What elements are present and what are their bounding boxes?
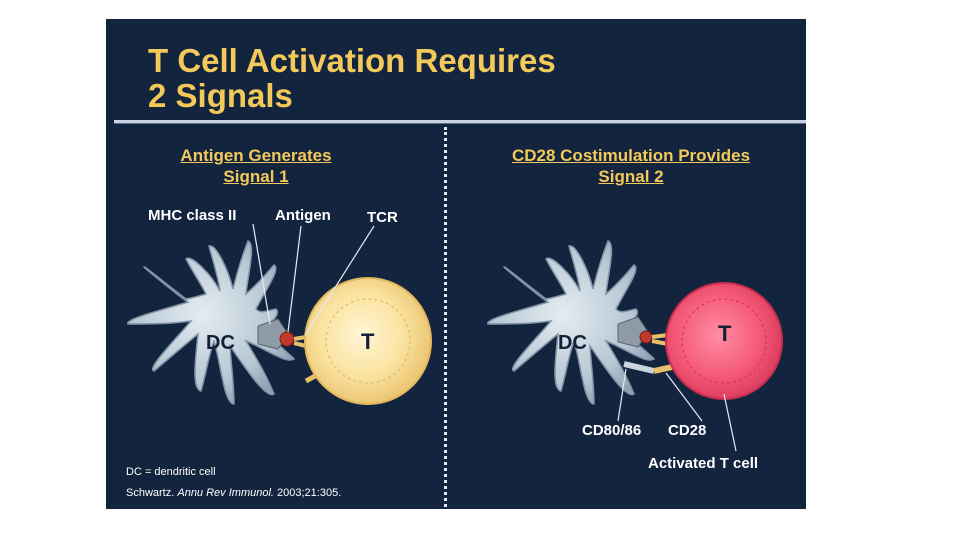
citation: Schwartz. Annu Rev Immunol. 2003;21:305.	[126, 487, 341, 499]
antigen-label: Antigen	[275, 207, 331, 224]
mhc-class-ii-label: MHC class II	[148, 207, 236, 224]
right-heading: CD28 Costimulation Provides Signal 2	[476, 145, 786, 187]
right-antigen	[640, 331, 652, 343]
right-dc-label: DC	[558, 332, 587, 354]
cd28-label: CD28	[668, 422, 706, 439]
slide: T Cell Activation Requires 2 Signals	[106, 19, 806, 509]
right-t-label: T	[718, 321, 732, 346]
left-antigen	[280, 332, 294, 346]
left-heading: Antigen Generates Signal 1	[146, 145, 366, 187]
citation-details: 2003;21:305.	[277, 487, 341, 499]
left-dc-label: DC	[206, 332, 235, 354]
right-activated-t-cell: T	[666, 283, 782, 399]
left-heading-line-2: Signal 1	[146, 166, 366, 187]
right-heading-line-2: Signal 2	[476, 166, 786, 187]
tcr-label: TCR	[367, 209, 398, 226]
left-t-label: T	[361, 329, 375, 354]
antigen-callout-line	[288, 226, 301, 332]
right-cd80-molecule	[624, 364, 654, 371]
citation-author: Schwartz.	[126, 487, 174, 499]
right-heading-line-1: CD28 Costimulation Provides	[476, 145, 786, 166]
activated-t-cell-label: Activated T cell	[648, 455, 758, 472]
cd80-86-label: CD80/86	[582, 422, 641, 439]
dc-footnote: DC = dendritic cell	[126, 466, 216, 478]
citation-journal: Annu Rev Immunol.	[177, 487, 274, 499]
left-t-cell: T	[305, 278, 431, 404]
activated-callout-line	[724, 394, 736, 451]
left-heading-line-1: Antigen Generates	[146, 145, 366, 166]
